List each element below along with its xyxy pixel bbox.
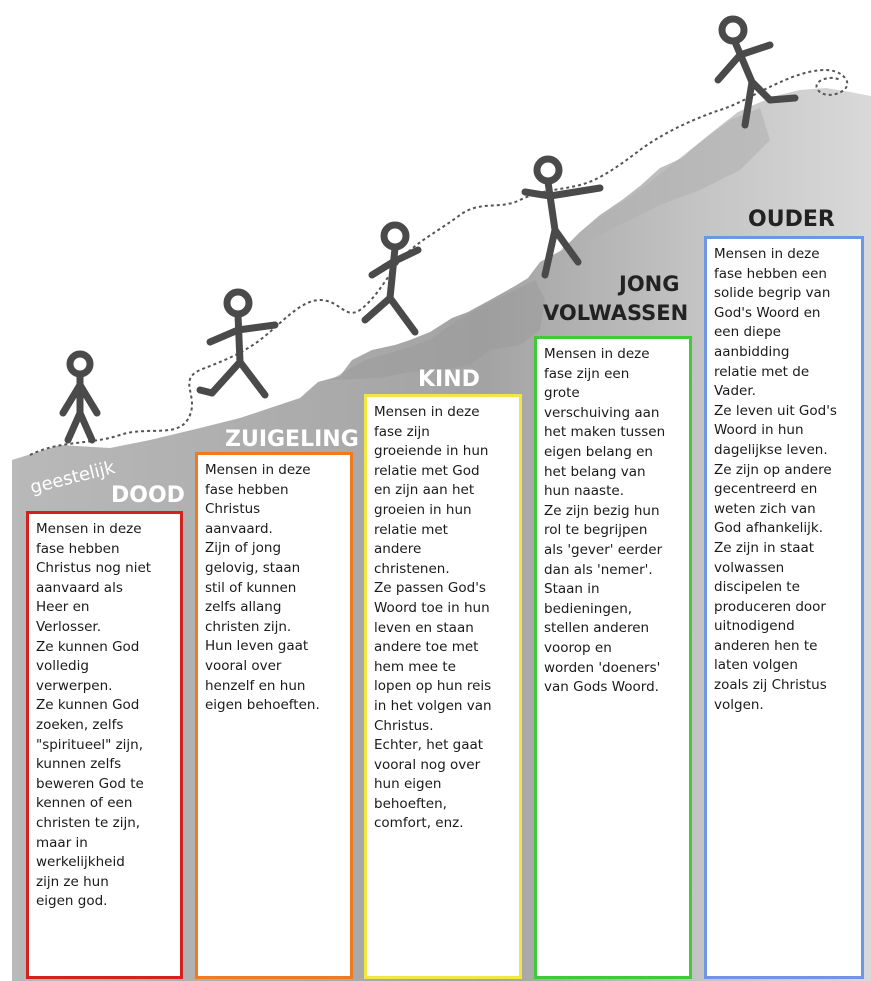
stick-figure-running-icon — [196, 288, 279, 399]
stage-box-zuigeling: Mensen in deze fase hebben Christus aanv… — [195, 452, 353, 979]
stage-label-volwassen: VOLWASSEN — [543, 301, 689, 325]
stage-box-ouder: Mensen in deze fase hebben een solide be… — [704, 236, 864, 979]
stage-description: Mensen in deze fase hebben een solide be… — [714, 246, 837, 713]
stick-figure-climbing-icon — [361, 221, 422, 336]
stick-figure-summit-icon — [714, 15, 799, 129]
stick-figure-reaching-icon — [521, 155, 604, 279]
stage-box-kind: Mensen in deze fase zijn groeiende in hu… — [364, 394, 522, 979]
stage-description: Mensen in deze fase hebben Christus aanv… — [205, 462, 320, 714]
mountain-shading-2 — [560, 108, 770, 250]
stage-label-dood: DOOD — [111, 483, 185, 508]
stage-label-zuigeling: ZUIGELING — [225, 427, 359, 452]
mountain-shading — [330, 280, 545, 380]
rope-line-icon — [29, 69, 849, 456]
stage-box-dood: Mensen in deze fase hebben Christus nog … — [26, 511, 183, 979]
stage-label-jong: JONG — [619, 272, 680, 296]
stage-description: Mensen in deze fase zijn groeiende in hu… — [374, 404, 492, 832]
stage-description: Mensen in deze fase zijn een grote versc… — [544, 346, 666, 696]
stage-box-jong-volwassen: Mensen in deze fase zijn een grote versc… — [534, 336, 692, 979]
stage-label-kind: KIND — [418, 367, 480, 392]
stage-description: Mensen in deze fase hebben Christus nog … — [36, 521, 152, 910]
stick-figure-standing-icon — [59, 350, 101, 444]
stage-label-ouder: OUDER — [748, 207, 835, 232]
